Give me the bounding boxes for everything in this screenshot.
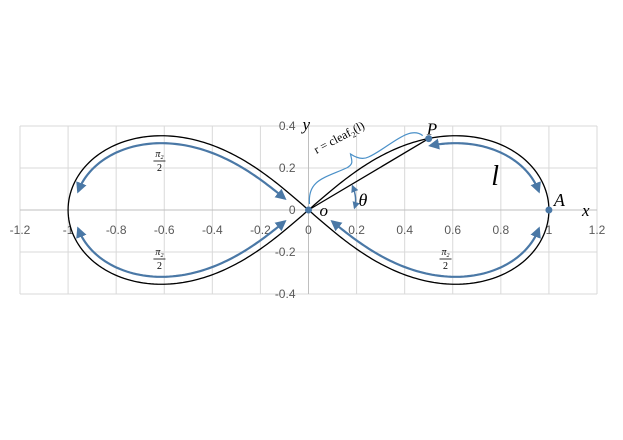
point-markers xyxy=(305,135,553,214)
x-tick-label-10: 0.8 xyxy=(492,223,509,237)
x-tick-label-3: -0.6 xyxy=(154,223,175,237)
radius-segment-op xyxy=(308,138,430,211)
angle-arrow xyxy=(351,184,360,210)
y-axis-label: y xyxy=(301,115,311,134)
y-tick-label-1: 0.2 xyxy=(279,161,296,175)
x-tick-label-8: 0.4 xyxy=(396,223,413,237)
x-tick-label-12: 1.2 xyxy=(589,223,606,237)
arc-arrow-left-bottom xyxy=(76,142,287,201)
frac1-num: π2 xyxy=(155,149,163,161)
x-tick-label-4: -0.4 xyxy=(202,223,223,237)
frac3-den: 2 xyxy=(443,261,448,272)
point-a-label: A xyxy=(553,190,566,210)
frac3-num-sub: 2 xyxy=(447,253,450,259)
frac1-num-sub: 2 xyxy=(160,155,163,161)
lemniscate-curve xyxy=(67,135,550,285)
quarter-arc-label-top-left: π22 xyxy=(153,149,166,174)
y-tick-label-3: -0.2 xyxy=(275,245,296,259)
arc-arrow-p-to-a xyxy=(428,138,541,194)
radius-formula-sub: 2 xyxy=(350,130,358,140)
point-p-marker xyxy=(425,135,433,143)
radius-formula-label: r = cleaf2(l) xyxy=(311,118,367,158)
x-tick-label-11: 1 xyxy=(546,223,553,237)
arc-arrow-right-bottom xyxy=(330,219,541,278)
frac2-num: π2 xyxy=(155,247,163,259)
arc-arrows xyxy=(76,138,541,278)
x-tick-label-2: -0.8 xyxy=(106,223,127,237)
arc-arrow-left-top xyxy=(76,219,287,278)
frac1-den: 2 xyxy=(157,163,162,174)
arc-length-label: l xyxy=(491,161,499,192)
x-tick-label-0: -1.2 xyxy=(10,223,31,237)
frac2-num-sub: 2 xyxy=(160,253,163,259)
y-tick-label-0: 0.4 xyxy=(279,119,296,133)
point-o-marker xyxy=(305,206,312,214)
quarter-arc-label-bottom-left: π22 xyxy=(153,247,166,272)
frac2-den: 2 xyxy=(157,261,162,272)
quarter-arc-label-bottom-right: π22 xyxy=(439,247,452,272)
y-tick-label-2: 0 xyxy=(289,203,296,217)
x-tick-label-1: -1 xyxy=(63,223,74,237)
point-p-label: P xyxy=(426,120,437,139)
angle-label: θ xyxy=(359,190,368,210)
origin-label: o xyxy=(320,201,329,220)
x-axis-label: x xyxy=(581,201,590,220)
point-a-marker xyxy=(545,206,553,214)
radius-brace xyxy=(308,132,424,205)
y-tick-label-4: -0.4 xyxy=(275,287,296,301)
frac3-num: π2 xyxy=(442,247,450,259)
radius-formula-main: r = cleaf xyxy=(311,125,353,156)
x-tick-label-6: 0 xyxy=(305,223,312,237)
x-tick-label-9: 0.6 xyxy=(444,223,461,237)
